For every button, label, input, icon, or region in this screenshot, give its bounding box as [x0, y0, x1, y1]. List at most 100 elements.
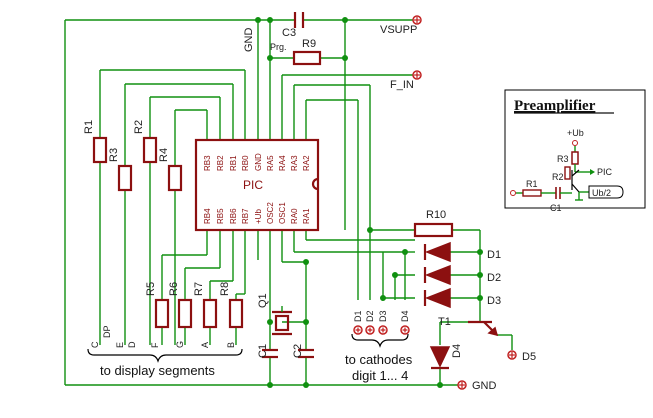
segment-label-f: F	[150, 342, 160, 348]
ic-pin-top-rb0: RB0	[241, 155, 250, 171]
cathode-label-d2: D2	[365, 310, 375, 322]
ic-pin-bottom-rb4: RB4	[203, 208, 212, 224]
t1-label: T1	[438, 316, 451, 328]
cathode-label-d4: D4	[400, 310, 410, 322]
ic-pin-bottom-ub: +Ub	[254, 209, 263, 224]
d2-label: D2	[487, 272, 501, 284]
segment-label-a: A	[200, 342, 210, 348]
d3-label: D3	[487, 295, 501, 307]
preamplifier-inset: Preamplifier +Ub R3 PIC R2 R1 C1 Ub/2	[504, 89, 646, 213]
resistor-r1	[92, 136, 108, 164]
preamp-r1-label: R1	[526, 179, 538, 189]
capacitor-c2	[298, 348, 314, 359]
r9-label: R9	[302, 38, 316, 50]
f-in-label: F_IN	[390, 79, 414, 91]
c2-label: C2	[292, 344, 304, 358]
cathode-pad-cross-d4	[402, 327, 408, 333]
resistor-r4	[167, 164, 183, 192]
preamp-r3-label: R3	[557, 154, 569, 164]
ic-pin-bottom-osc2: OSC2	[266, 202, 275, 224]
ic-pin-top-rb2: RB2	[216, 155, 225, 171]
cathode-label-d3: D3	[378, 310, 388, 322]
segments-brace	[87, 348, 243, 363]
segments-caption: to display segments	[100, 363, 215, 378]
resistor-r10	[413, 222, 454, 238]
r5-label: R5	[145, 282, 157, 296]
cathode-label-d1: D1	[353, 310, 363, 322]
d5-terminal	[507, 350, 517, 360]
ic-pin-bottom-rb6: RB6	[229, 208, 238, 224]
ic-pin-bottom-rb7: RB7	[241, 208, 250, 224]
resistor-r3	[117, 164, 133, 192]
cathodes-caption-line2: digit 1... 4	[352, 368, 408, 383]
ic-pin-top-rb1: RB1	[229, 155, 238, 171]
preamp-r2-label: R2	[552, 172, 564, 182]
diode-d3	[423, 287, 451, 309]
gnd-bottom-label: GND	[472, 380, 497, 392]
ic-pin-top-ra3: RA3	[290, 155, 299, 171]
r7-label: R7	[193, 282, 205, 296]
segment-label-g: G	[175, 341, 185, 348]
ic-pin-bottom-ra0: RA0	[290, 208, 299, 224]
ic-pin-bottom-ra1: RA1	[302, 208, 311, 224]
gnd-top-label: GND	[243, 28, 255, 53]
ic-pin-top-ra5: RA5	[266, 155, 275, 171]
cathode-pads	[353, 325, 410, 335]
prg-label: Prg.	[270, 42, 287, 52]
preamp-ub2-label: Ub/2	[592, 188, 611, 198]
q1-label: Q1	[257, 293, 269, 308]
segment-label-e: E	[115, 342, 125, 348]
r6-label: R6	[168, 282, 180, 296]
resistor-r9	[292, 50, 322, 66]
r2-label: R2	[133, 120, 145, 134]
r4-label: R4	[158, 148, 170, 162]
cathode-pad-cross-d2	[367, 327, 373, 333]
resistor-r2	[142, 136, 158, 164]
r10-label: R10	[426, 209, 446, 221]
d5-label: D5	[522, 351, 536, 363]
preamp-c1-label: C1	[550, 203, 562, 213]
segment-label-d: D	[127, 341, 137, 348]
capacitor-c1	[262, 348, 278, 359]
ic-pin-bottom-rb5: RB5	[216, 208, 225, 224]
r3-label: R3	[108, 148, 120, 162]
transistor-t1	[468, 320, 499, 337]
preamp-ub-label: +Ub	[567, 128, 584, 138]
ic-pin-bottom-osc1: OSC1	[278, 202, 287, 224]
resistor-r6	[177, 298, 193, 329]
cathodes-caption-line1: to cathodes	[345, 352, 413, 367]
diode-d2	[423, 264, 451, 286]
preamp-r2	[564, 166, 571, 180]
segment-label-dp: DP	[102, 325, 112, 338]
ic-pin-top-gnd: GND	[254, 153, 263, 171]
pic-label: PIC	[243, 178, 263, 192]
preamp-title: Preamplifier	[514, 98, 596, 114]
f-in-terminal	[412, 70, 422, 80]
cathode-pad-cross-d1	[355, 327, 361, 333]
capacitor-c3	[293, 12, 305, 28]
crystal-q1	[272, 306, 292, 336]
ic-pin-top-rb3: RB3	[203, 155, 212, 171]
ic-pin-top-ra2: RA2	[302, 155, 311, 171]
resistor-r7	[202, 298, 218, 329]
diode-d4	[429, 346, 451, 370]
segment-label-b: B	[226, 342, 236, 348]
vsupp-terminal	[412, 15, 422, 25]
junctions	[255, 17, 483, 388]
cathode-pad-cross-d3	[380, 327, 386, 333]
cathodes-brace	[351, 333, 409, 348]
preamp-pic-label: PIC	[597, 167, 613, 177]
resistor-r8	[228, 298, 244, 329]
r8-label: R8	[219, 282, 231, 296]
d1-label: D1	[487, 249, 501, 261]
c1-label: C1	[257, 344, 269, 358]
resistor-r5	[154, 298, 170, 329]
gnd-terminal	[457, 380, 467, 390]
wires	[64, 19, 513, 386]
d4-label: D4	[451, 344, 463, 358]
diode-d1	[423, 241, 451, 263]
